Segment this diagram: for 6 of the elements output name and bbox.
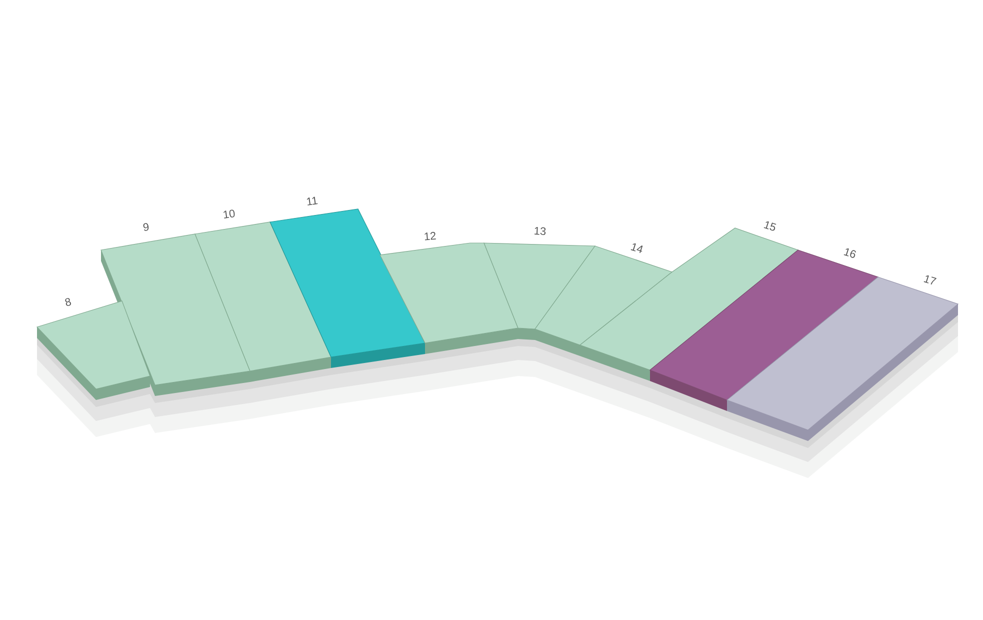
node-label: 13 [534, 227, 546, 236]
node-label: 11 [307, 196, 318, 206]
node-label: 10 [224, 210, 235, 218]
floor-section: 14 [534, 243, 673, 356]
node-label: 9 [143, 223, 149, 231]
node-label: 12 [424, 232, 436, 240]
